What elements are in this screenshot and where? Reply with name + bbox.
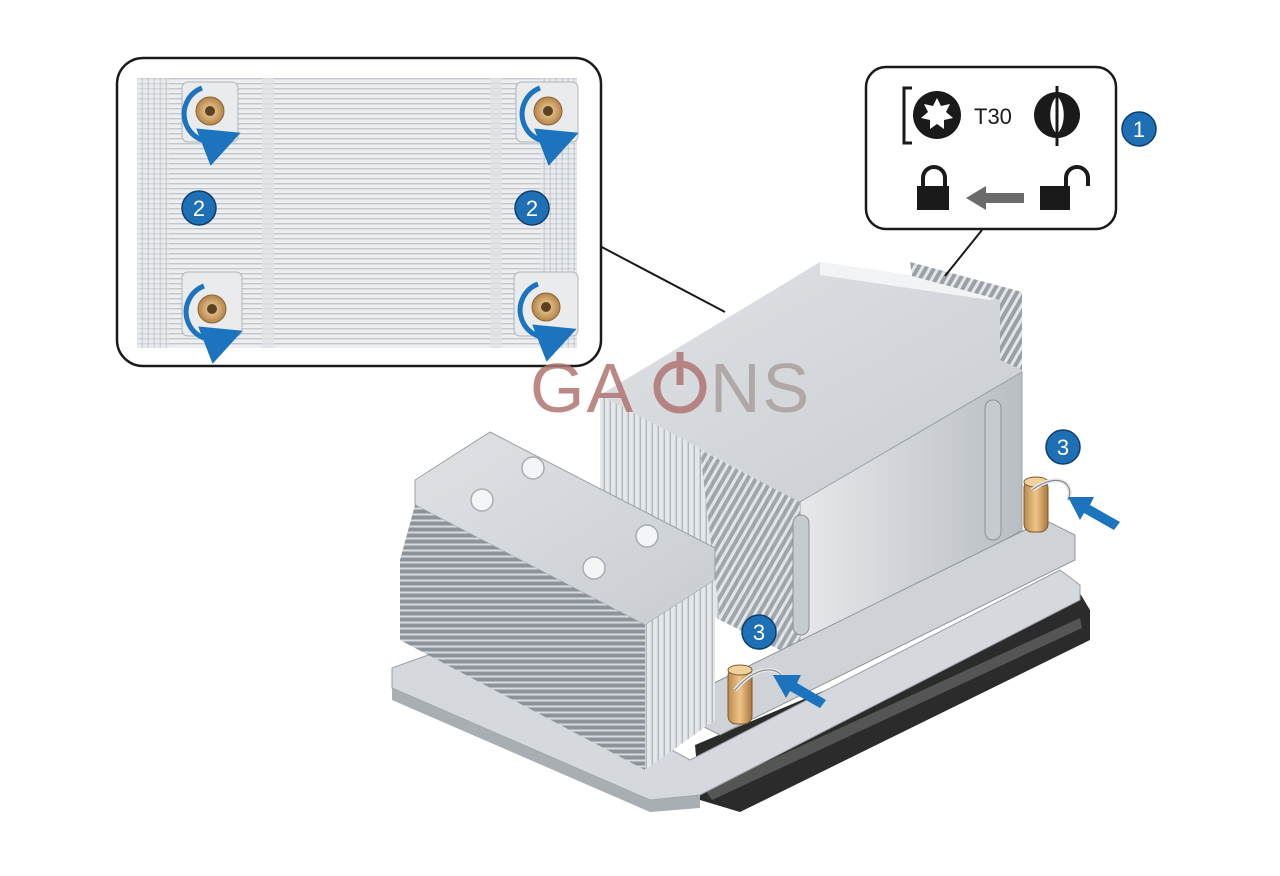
torx-legend-box: T30 (864, 65, 1118, 231)
lock-closed-icon (917, 165, 949, 210)
torx-screw (195, 96, 563, 324)
torx-head-icon (1034, 86, 1080, 146)
lock-open-icon (1040, 165, 1090, 210)
heatsink-assembly (391, 262, 1120, 812)
callout-badge-2-left: 2 (181, 190, 217, 226)
svg-text:GA: GA (530, 349, 635, 427)
svg-text:2: 2 (526, 196, 538, 221)
captive-nut-left (727, 664, 787, 725)
top-view-inset (115, 56, 603, 368)
rear-fin-block-fins (910, 262, 1022, 370)
push-arrow-left (773, 675, 826, 708)
arrow-left-icon (966, 186, 1024, 210)
callout-badge-3-right: 3 (1045, 429, 1081, 465)
svg-text:3: 3 (753, 620, 765, 645)
heat-pipe (792, 514, 810, 636)
torx-size-label: T30 (974, 104, 1012, 129)
callout-badge-3-left: 3 (741, 614, 777, 650)
push-arrow-right (1068, 497, 1120, 530)
callout-badge-2-right: 2 (514, 190, 550, 226)
svg-text:1: 1 (1133, 117, 1145, 142)
watermark-logo: GA NS (530, 349, 811, 427)
torx-leader-line (944, 229, 983, 277)
callout-badge-1: 1 (1121, 111, 1157, 147)
captive-nut-right (1023, 476, 1072, 533)
heat-pipe (984, 399, 1002, 541)
torx-bit-icon (902, 86, 961, 145)
inset-leader-line (595, 243, 726, 313)
rotation-arrow (181, 85, 579, 364)
rear-fin-block-top (600, 262, 1022, 502)
svg-text:2: 2 (193, 196, 205, 221)
top-screw-holes (470, 456, 659, 580)
svg-text:3: 3 (1057, 435, 1069, 460)
svg-text:NS: NS (710, 349, 811, 427)
front-fin-block-fins (400, 505, 645, 770)
